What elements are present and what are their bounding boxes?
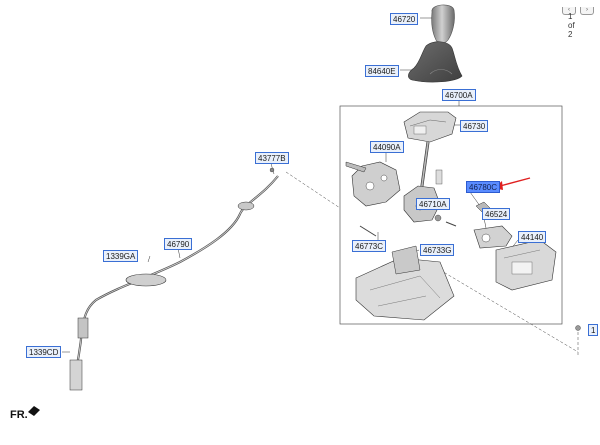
upper-housing bbox=[403, 111, 457, 143]
front-arrow-icon bbox=[28, 406, 40, 416]
part-label-44090a[interactable]: 44090A bbox=[370, 141, 404, 153]
part-label-46700a[interactable]: 46700A bbox=[442, 89, 476, 101]
part-label-46524[interactable]: 46524 bbox=[482, 208, 511, 220]
bolt-icon bbox=[575, 325, 581, 331]
part-label-44140[interactable]: 44140 bbox=[518, 231, 547, 243]
part-label-1339cd[interactable]: 1339CD bbox=[26, 346, 62, 358]
base-housing bbox=[355, 225, 455, 321]
control-module bbox=[495, 239, 557, 291]
part-label-84640e[interactable]: 84640E bbox=[365, 65, 399, 77]
guide-lines bbox=[285, 171, 579, 356]
part-label-1[interactable]: 1 bbox=[588, 324, 599, 336]
part-label-46780c[interactable]: 46780C bbox=[466, 181, 501, 193]
part-label-46720[interactable]: 46720 bbox=[390, 13, 419, 25]
part-label-46730[interactable]: 46730 bbox=[460, 120, 489, 132]
part-label-46710a[interactable]: 46710A bbox=[416, 198, 450, 210]
page-indicator: 1 of 2 bbox=[568, 12, 575, 39]
part-label-46733g[interactable]: 46733G bbox=[420, 244, 455, 256]
part-label-46773c[interactable]: 46773C bbox=[352, 240, 387, 252]
assembly-frame bbox=[339, 105, 563, 325]
part-label-1339ga[interactable]: 1339GA bbox=[103, 250, 139, 262]
front-orientation-label: FR. bbox=[10, 409, 28, 421]
shift-knob bbox=[431, 4, 455, 44]
part-label-43777b[interactable]: 43777B bbox=[255, 152, 289, 164]
shift-cable bbox=[69, 167, 279, 391]
chevron-left-icon[interactable]: ‹ bbox=[562, 7, 576, 15]
link-bracket bbox=[473, 225, 513, 249]
chevron-right-icon[interactable]: › bbox=[580, 7, 594, 15]
part-label-46790[interactable]: 46790 bbox=[164, 238, 193, 250]
shift-boot bbox=[408, 41, 463, 83]
lever-bracket bbox=[345, 161, 401, 207]
